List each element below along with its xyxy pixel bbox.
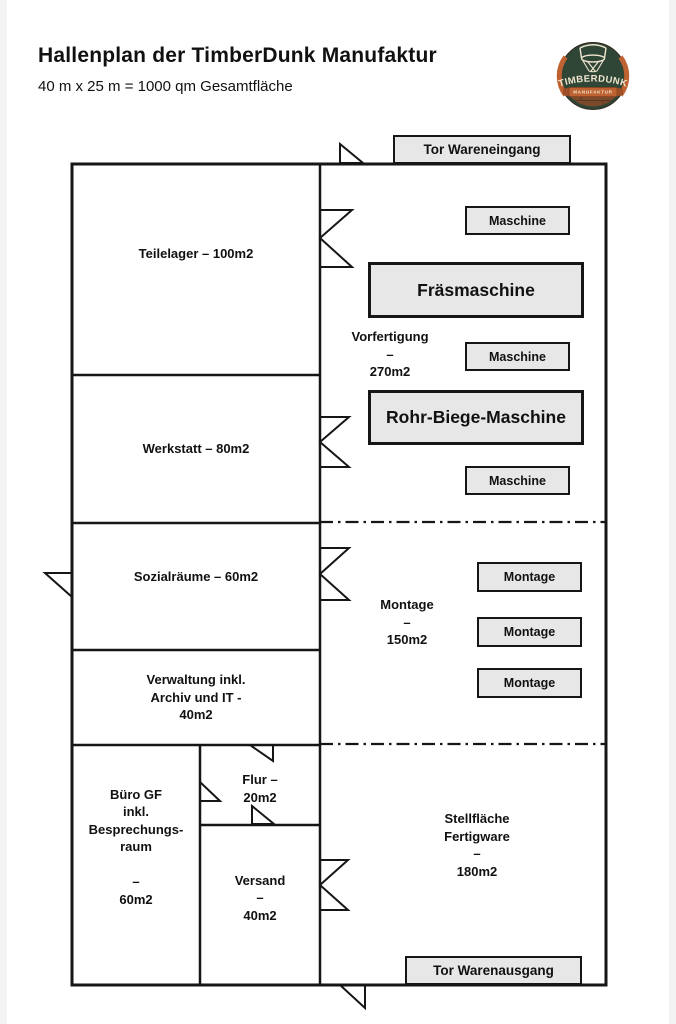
equipment-box-fraesmaschine: Fräsmaschine <box>368 262 584 318</box>
door-swing-icon-warenausgang <box>337 984 366 1011</box>
double-door-icon-werkstatt <box>318 416 352 468</box>
logo-banner: MANUFAKTUR <box>563 87 623 97</box>
logo-tagline-text: MANUFAKTUR <box>573 90 612 95</box>
timberdunk-logo: TIMBERDUNK MANUFAKTUR <box>556 42 630 110</box>
page-edge-right <box>669 0 676 1024</box>
double-door-icon-teilelager <box>318 209 355 268</box>
double-door-icon-sozialraeume <box>318 547 352 601</box>
logo-brand-text: TIMBERDUNK <box>557 73 628 89</box>
page-edge-left <box>0 0 7 1024</box>
equipment-box-maschine-2: Maschine <box>465 342 570 371</box>
equipment-box-rohr-biege-maschine: Rohr-Biege-Maschine <box>368 390 584 445</box>
double-door-icon-versand <box>318 859 351 911</box>
door-swing-icon-flur-bottom <box>251 803 277 825</box>
equipment-box-maschine-3: Maschine <box>465 466 570 495</box>
gate-warenausgang: Tor Warenausgang <box>405 956 582 985</box>
page-subtitle: 40 m x 25 m = 1000 qm Gesamtfläche <box>38 78 293 95</box>
equipment-box-montage-1: Montage <box>477 562 582 592</box>
basketball-hoop-icon <box>579 44 607 73</box>
door-swing-icon-left-exit <box>42 572 73 600</box>
equipment-box-montage-3: Montage <box>477 668 582 698</box>
door-swing-icon-flur-top <box>246 744 274 763</box>
equipment-box-maschine-1: Maschine <box>465 206 570 235</box>
door-swing-icon-wareneingang <box>339 141 366 164</box>
page-title: Hallenplan der TimberDunk Manufaktur <box>38 44 437 68</box>
equipment-box-montage-2: Montage <box>477 617 582 647</box>
door-swing-icon-flur-left <box>199 779 223 802</box>
gate-wareneingang: Tor Wareneingang <box>393 135 571 164</box>
